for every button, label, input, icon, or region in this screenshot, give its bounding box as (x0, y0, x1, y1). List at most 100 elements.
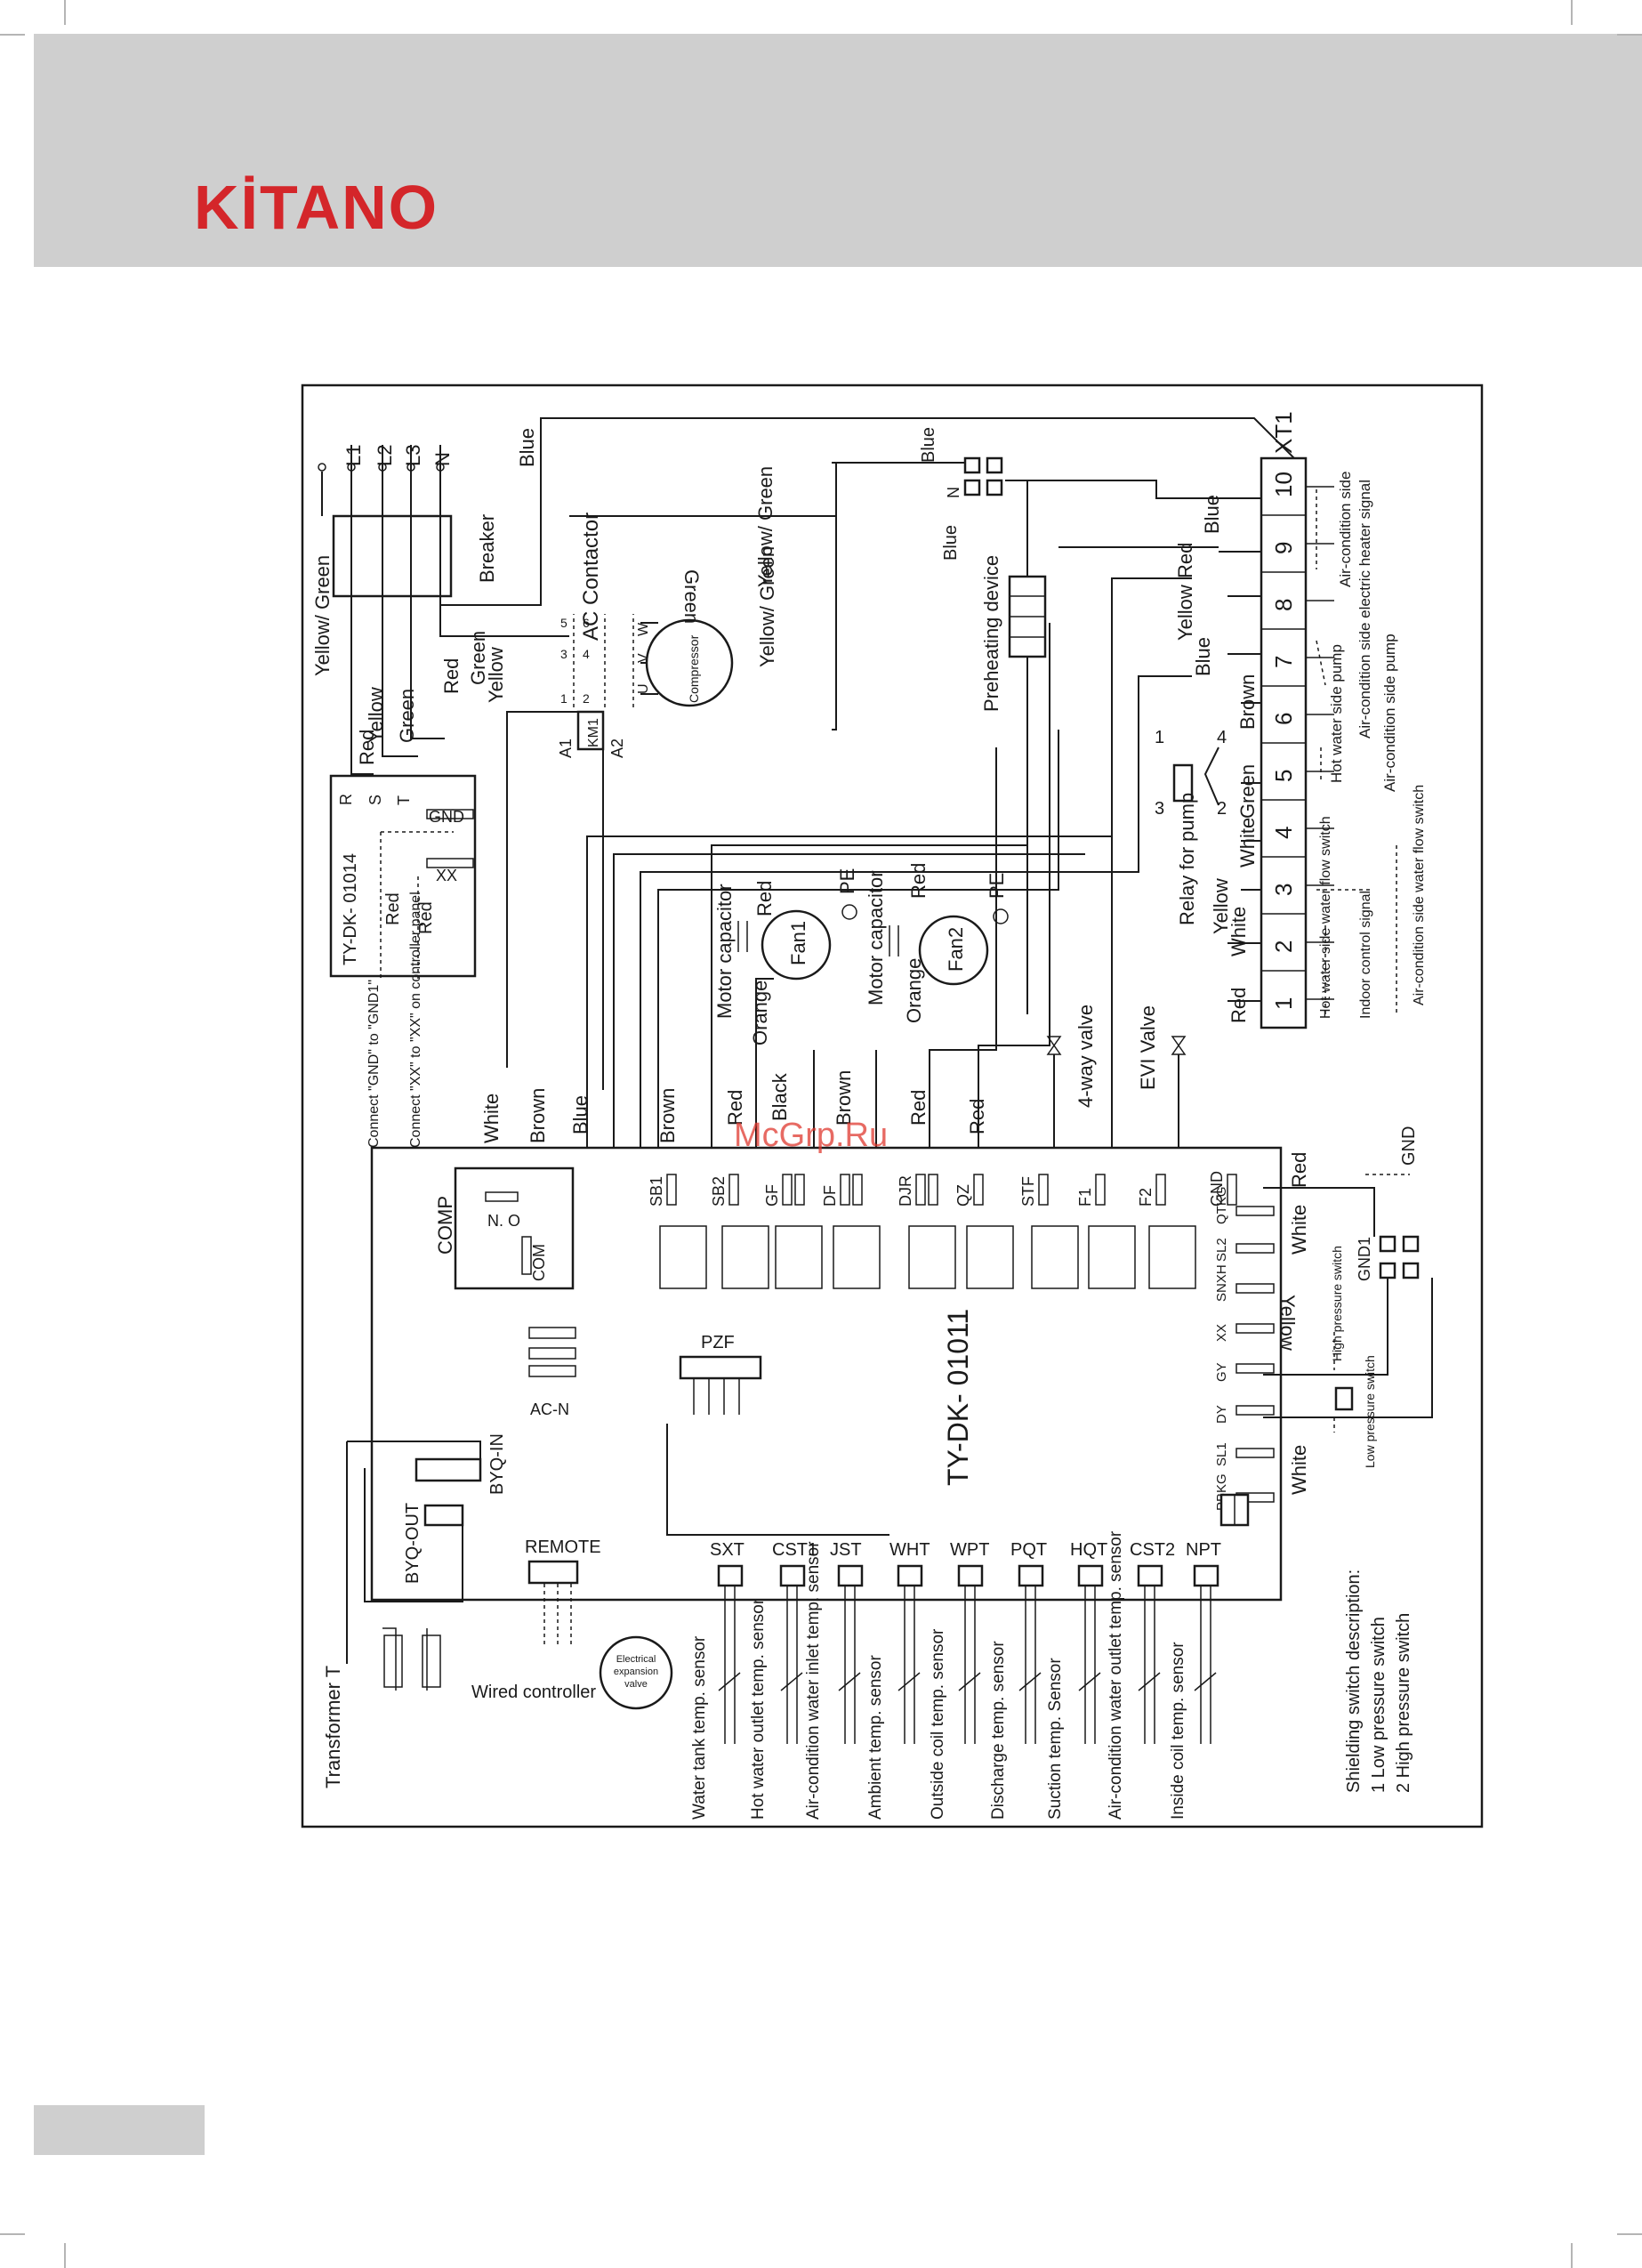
sensor-conn-hqt: HQT (1070, 1540, 1107, 1560)
sensor-conn-jst: JST (830, 1540, 862, 1560)
sensor-label-8: Inside coil temp. sensor (1169, 1642, 1187, 1820)
t9-10-label: Air-condition side electric heater signa… (1356, 480, 1373, 739)
svg-text:1: 1 (560, 691, 567, 706)
expansion-valve-icon (599, 1635, 673, 1710)
transformer: Transformer T Wired controller (322, 1441, 596, 1788)
red-label-a: Red (440, 658, 463, 694)
sensor-label-6: Suction temp. Sensor (1046, 1658, 1065, 1820)
wire-brown: Brown (527, 1088, 549, 1143)
remote-connector: REMOTE (525, 1538, 601, 1646)
sensor-conn-npt: NPT (1186, 1540, 1221, 1560)
green-label-top: Green (680, 569, 703, 624)
xt1-terminal-7: 7 (1270, 656, 1297, 668)
transformer-label: Transformer T (322, 1666, 344, 1788)
wire-blue: Blue (569, 1095, 592, 1134)
svg-text:5: 5 (560, 616, 567, 630)
breaker-box (332, 514, 453, 598)
svg-text:Orange: Orange (903, 958, 925, 1023)
sensor-label-5: Discharge temp. sensor (989, 1641, 1008, 1820)
sensor-conn-cst2: CST2 (1130, 1540, 1175, 1560)
terminal-stf: STF (1019, 1176, 1037, 1207)
svg-text:BYQ-IN: BYQ-IN (487, 1433, 507, 1495)
high-pressure-switch-label: High pressure switch (1330, 1246, 1344, 1361)
ac-n-terminal: AC-N (528, 1327, 576, 1418)
svg-text:V: V (636, 653, 651, 663)
crop-mark (1571, 0, 1573, 25)
svg-text:Red: Red (383, 892, 403, 925)
remote-box (527, 1560, 579, 1585)
sensor-label-1: Hot water outlet temp. sensor (749, 1598, 768, 1820)
watermark: McGrp.Ru (734, 1117, 889, 1154)
svg-text:Red: Red (416, 901, 436, 934)
controller-01014-model: TY-DK- 01014 (341, 853, 360, 965)
comp-relay-box (454, 1166, 575, 1290)
svg-text:A1: A1 (557, 739, 575, 758)
svg-text:2: 2 (1217, 799, 1227, 819)
pzf-box (679, 1355, 762, 1380)
crop-mark (1617, 34, 1642, 36)
t5-6-label-a: Hot water side pump (1328, 644, 1345, 783)
terminal-gnd: GND (1208, 1171, 1226, 1207)
sensor-conn-sxt: SXT (710, 1540, 745, 1560)
km1-coil (576, 710, 605, 751)
svg-text:Yellow: Yellow (1210, 878, 1232, 934)
xt1-label: XT1 (1270, 411, 1297, 454)
svg-text:Red: Red (1227, 988, 1250, 1023)
svg-text:Yellow: Yellow (365, 687, 387, 743)
crop-mark (64, 0, 66, 25)
contactor-title: AC Contactor (579, 513, 603, 641)
fan2-motor (918, 915, 989, 986)
yellow-green-top: Yellow/ Green (754, 466, 777, 587)
terminal-f1: F1 (1076, 1188, 1094, 1207)
compressor-label: Compressor (687, 634, 701, 703)
svg-text:1: 1 (1155, 728, 1164, 747)
terminal-df: DF (821, 1185, 839, 1207)
t3-4-label: Air-condition side water flow switch (1412, 785, 1427, 1005)
kitano-logo: KİTANO (194, 173, 439, 242)
pin-xx: XX (1214, 1324, 1229, 1342)
xt1-terminal-9: 9 (1270, 542, 1297, 554)
svg-text:Red: Red (1174, 543, 1196, 578)
blue-label-n2: Blue (941, 525, 961, 561)
svg-text:REMOTE: REMOTE (525, 1538, 601, 1557)
crop-mark (1571, 2243, 1573, 2268)
fan1-motor (761, 909, 832, 981)
svg-text:White: White (1227, 907, 1250, 956)
sensor-label-3: Ambient temp. sensor (866, 1655, 885, 1820)
xt1-terminal-2: 2 (1270, 940, 1297, 953)
top-wire-2: Black (769, 1072, 791, 1121)
svg-text:4: 4 (1217, 728, 1227, 747)
blue-top-label: Blue (516, 428, 538, 467)
svg-text:Shielding switch description:: Shielding switch description: (1344, 1570, 1364, 1793)
relay-for-pump: 1 3 4 2 Relay for pump (1155, 728, 1227, 925)
byq-in-box (415, 1457, 482, 1482)
blue-label-n: Blue (919, 427, 938, 463)
terminal-djr: DJR (897, 1175, 914, 1207)
byq-out-box (423, 1504, 464, 1527)
ac-contactor: AC Contactor Green Yellow Red KM1 A1 A2 … (440, 513, 651, 758)
green-label-a: Green (467, 631, 489, 685)
controller-01014: TY-DK- 01014 R S T GND XX Red Red Red Ye… (329, 687, 477, 979)
svg-text:White: White (1236, 818, 1259, 868)
xt1-terminal-5: 5 (1270, 770, 1297, 782)
xt1-terminal-6: 6 (1270, 713, 1297, 725)
svg-text:Fan2: Fan2 (945, 927, 967, 972)
svg-text:Brown: Brown (1236, 674, 1259, 730)
svg-text:GND1: GND1 (1356, 1237, 1373, 1281)
pin-dy: DY (1214, 1405, 1229, 1424)
svg-text:COMP: COMP (434, 1196, 456, 1255)
shielding-description: Shielding switch description: 1 Low pres… (1219, 1493, 1413, 1793)
phase-l3: L3 (402, 445, 424, 466)
t1-2-label-b: Indoor control signal (1358, 891, 1373, 1019)
relay-coil (1172, 763, 1194, 803)
pzf-connector: PZF (666, 1333, 889, 1536)
xt1-terminal-3: 3 (1270, 884, 1297, 896)
svg-text:Green: Green (1236, 764, 1259, 819)
xt1-terminal-8: 8 (1270, 599, 1297, 611)
yellow-label-a: Yellow (485, 647, 507, 703)
svg-text:T: T (395, 795, 413, 805)
svg-text:AC-N: AC-N (530, 1400, 569, 1418)
